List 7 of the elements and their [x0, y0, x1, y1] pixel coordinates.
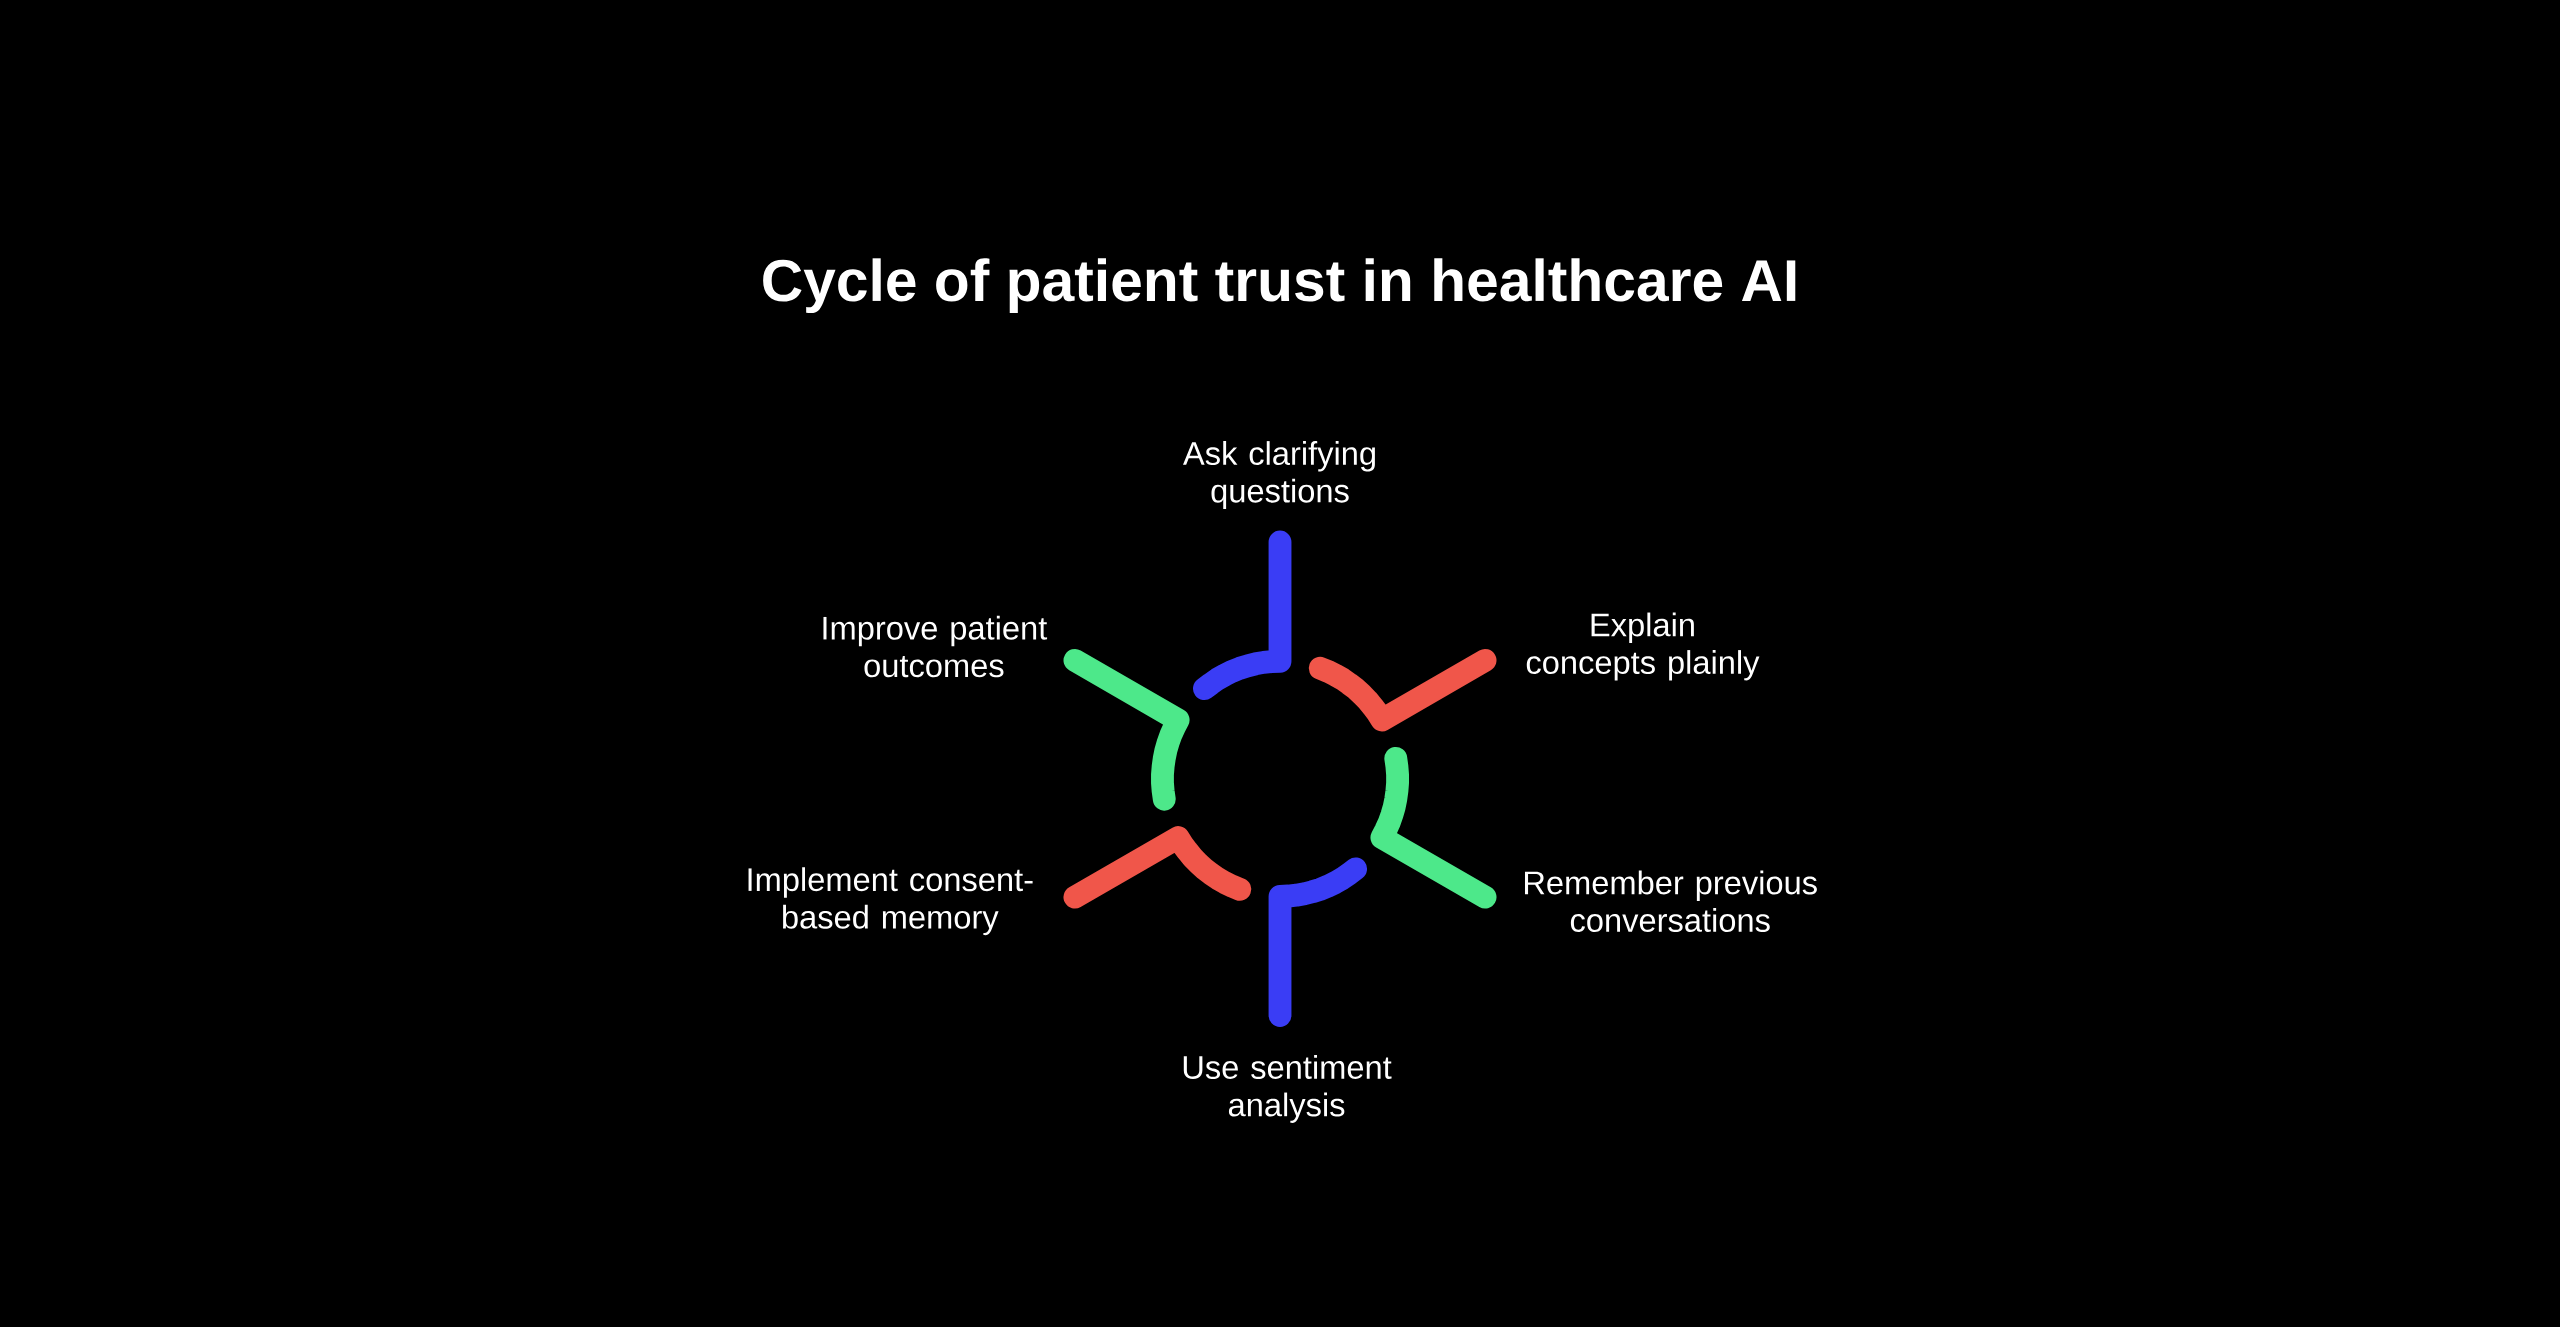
title: Cycle of patient trust in healthcare AI — [763, 258, 1796, 313]
step-label: Remember previous conversations — [1525, 870, 1817, 932]
step-label: Ask clarifying questions — [1183, 440, 1375, 509]
step-label: Use sentiment analysis — [1183, 1054, 1392, 1123]
step-label: Explain concepts plainly — [1526, 612, 1760, 681]
step-label: Implement consent-based memory — [748, 867, 1033, 936]
step-label: Improve patient outcomes — [823, 615, 1048, 678]
